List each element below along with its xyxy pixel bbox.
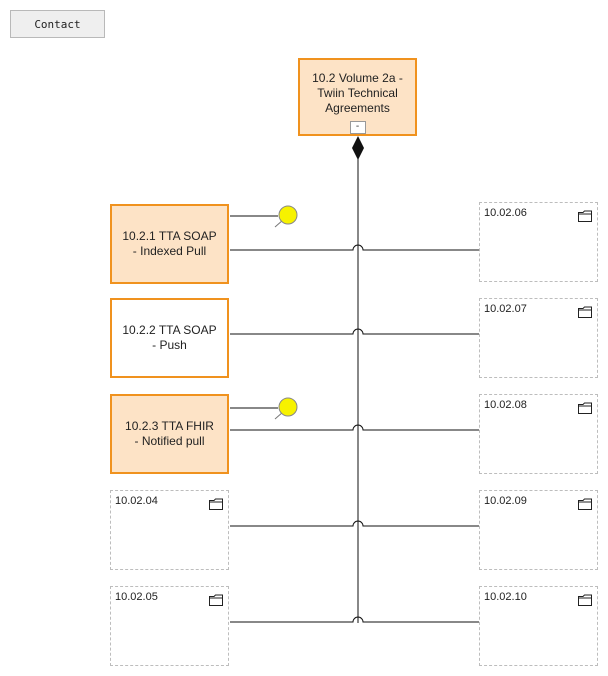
lightbulb-marker-icon[interactable] [272, 394, 302, 424]
folder-icon [578, 210, 592, 222]
folder-icon [578, 402, 592, 414]
child-node-label: 10.2.2 TTA SOAP - Push [122, 323, 217, 352]
folder-node[interactable]: 10.02.05 [110, 586, 229, 666]
folder-icon [209, 498, 223, 510]
branch-line [230, 328, 480, 335]
folder-icon [578, 594, 592, 606]
folder-code: 10.02.06 [484, 207, 527, 219]
folder-code: 10.02.05 [115, 591, 158, 603]
child-node[interactable]: 10.2.3 TTA FHIR - Notified pull [110, 394, 229, 474]
lightbulb-marker-icon[interactable] [272, 202, 302, 232]
folder-icon [209, 594, 223, 606]
branch-line [230, 520, 480, 527]
folder-node[interactable]: 10.02.10 [479, 586, 598, 666]
folder-code: 10.02.10 [484, 591, 527, 603]
child-node[interactable]: 10.2.1 TTA SOAP - Indexed Pull [110, 204, 229, 284]
diamond-icon [352, 136, 364, 160]
folder-code: 10.02.08 [484, 399, 527, 411]
child-node[interactable]: 10.2.2 TTA SOAP - Push [110, 298, 229, 378]
root-node[interactable]: 10.2 Volume 2a - Twiin Technical Agreeme… [298, 58, 417, 136]
contact-button[interactable]: Contact [10, 10, 105, 38]
folder-node[interactable]: 10.02.07 [479, 298, 598, 378]
folder-node[interactable]: 10.02.06 [479, 202, 598, 282]
folder-code: 10.02.09 [484, 495, 527, 507]
branch-line [230, 424, 480, 431]
child-node-label: 10.2.1 TTA SOAP - Indexed Pull [122, 229, 217, 258]
folder-icon [578, 306, 592, 318]
folder-node[interactable]: 10.02.04 [110, 490, 229, 570]
folder-code: 10.02.07 [484, 303, 527, 315]
child-node-label: 10.2.3 TTA FHIR - Notified pull [125, 419, 214, 448]
collapse-button[interactable]: - [349, 121, 366, 134]
folder-node[interactable]: 10.02.09 [479, 490, 598, 570]
branch-line [230, 244, 480, 251]
folder-icon [578, 498, 592, 510]
branch-line [230, 616, 480, 623]
folder-code: 10.02.04 [115, 495, 158, 507]
folder-node[interactable]: 10.02.08 [479, 394, 598, 474]
root-node-label: 10.2 Volume 2a - Twiin Technical Agreeme… [312, 70, 403, 115]
